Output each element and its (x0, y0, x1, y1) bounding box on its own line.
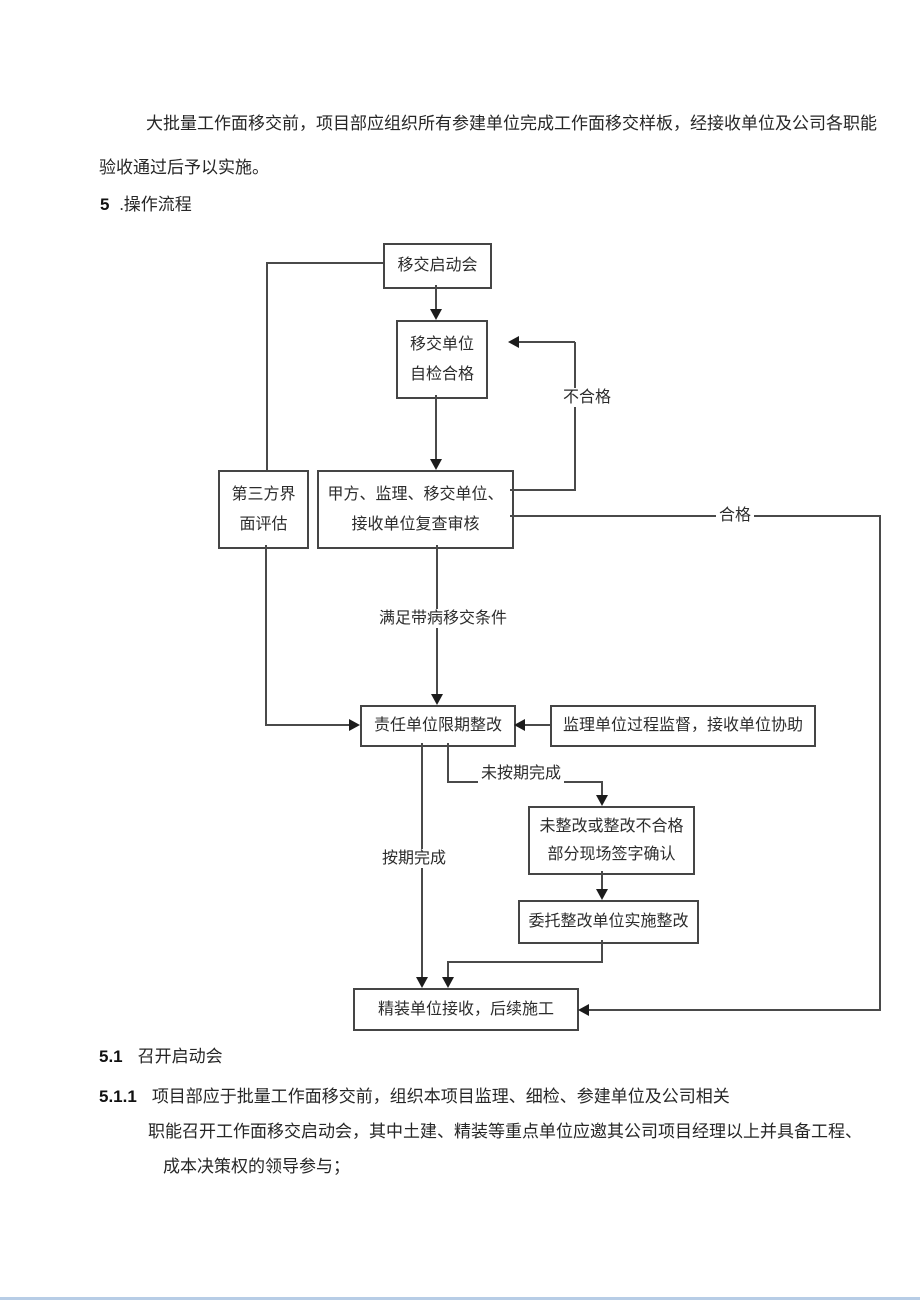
node-third-party-assessment-line1: 第三方界 (231, 485, 296, 503)
node-review-audit: 甲方、监理、移交单位、 接收单位复查审核 (317, 470, 514, 549)
arrow-down-into-selfcheck-icon (430, 309, 442, 320)
connector-delegate-left (447, 961, 603, 963)
node-handover-construction: 精装单位接收，后续施工 (353, 988, 579, 1031)
intro-paragraph-line-2: 验收通过后予以实施。 (99, 158, 269, 177)
node-review-audit-line1: 甲方、监理、移交单位、 (327, 485, 504, 503)
arrow-left-qualified-into-handover-icon (578, 1004, 589, 1016)
node-rectify-deadline-label: 责任单位限期整改 (373, 717, 502, 734)
section-5-1-number: 5.1 (99, 1047, 123, 1066)
node-unrectified-sign: 未整改或整改不合格 部分现场签字确认 (528, 806, 695, 875)
label-not-on-time: 未按期完成 (478, 764, 565, 783)
arrow-down-into-review-icon (430, 459, 442, 470)
connector-thirdparty-to-rectify (265, 724, 351, 726)
node-self-check-line2: 自检合格 (409, 365, 474, 383)
connector-unrectified-to-delegate (601, 871, 603, 890)
node-unrectified-sign-line1: 未整改或整改不合格 (539, 817, 684, 835)
connector-qualified-out (510, 515, 881, 517)
node-third-party-assessment: 第三方界 面评估 (218, 470, 309, 549)
intro-paragraph-line-1: 大批量工作面移交前，项目部应组织所有参建单位完成工作面移交样板，经接收单位及公司… (146, 114, 877, 133)
label-unqualified: 不合格 (560, 388, 615, 407)
node-review-audit-line2: 接收单位复查审核 (351, 515, 480, 533)
connector-unqualified-up (574, 342, 576, 490)
node-rectify-deadline: 责任单位限期整改 (360, 705, 516, 747)
node-unrectified-sign-line2: 部分现场签字确认 (547, 845, 676, 863)
node-self-check: 移交单位 自检合格 (396, 320, 488, 399)
arrow-down-into-unrectified-icon (596, 795, 608, 806)
node-kickoff-meeting-label: 移交启动会 (397, 257, 478, 274)
label-qualified: 合格 (716, 506, 755, 525)
node-supervision-assist: 监理单位过程监督，接收单位协助 (550, 705, 816, 747)
connector-unqualified-to-selfcheck (517, 341, 575, 343)
node-third-party-assessment-line2: 面评估 (239, 515, 288, 533)
node-delegate-rectify: 委托整改单位实施整改 (518, 900, 699, 944)
connector-delegate-down (601, 940, 603, 963)
section-5-1-1-line1: 项目部应于批量工作面移交前，组织本项目监理、细检、参建单位及公司相关 (151, 1087, 730, 1106)
page-bottom-divider (0, 1297, 920, 1300)
section-5-title: .操作流程 (119, 195, 192, 214)
arrow-right-thirdparty-into-rectify-icon (349, 719, 360, 731)
connector-supervise-to-rectify (523, 724, 550, 726)
arrow-down-into-delegate-icon (596, 889, 608, 900)
connector-kickoff-left (266, 262, 383, 264)
connector-qualified-to-handover (587, 1009, 880, 1011)
connector-thirdparty-down (265, 545, 267, 726)
connector-selfcheck-to-review (435, 395, 437, 461)
node-handover-construction-label: 精装单位接收，后续施工 (377, 1000, 554, 1018)
arrow-left-unqualified-into-selfcheck-icon (508, 336, 519, 348)
arrow-down-delegate-into-handover-icon (442, 977, 454, 988)
node-kickoff-meeting: 移交启动会 (383, 243, 492, 289)
connector-kickoff-to-selfcheck (435, 285, 437, 311)
node-self-check-line1: 移交单位 (409, 335, 474, 353)
section-5-1-1-line2: 职能召开工作面移交启动会，其中土建、精装等重点单位应邀其公司项目经理以上并具备工… (148, 1122, 862, 1141)
section-5-heading: 5 .操作流程 (100, 194, 192, 216)
arrow-down-into-rectify-icon (431, 694, 443, 705)
arrow-down-ontime-into-handover-icon (416, 977, 428, 988)
label-on-time: 按期完成 (379, 849, 450, 868)
node-delegate-rectify-label: 委托整改单位实施整改 (528, 913, 689, 930)
section-5-1-heading: 5.1 召开启动会 (99, 1046, 223, 1068)
connector-notontime-down (447, 743, 449, 783)
section-5-1-title: 召开启动会 (137, 1047, 223, 1066)
connector-left-rail-down (266, 262, 268, 470)
connector-unqualified-out (510, 489, 576, 491)
node-supervision-assist-label: 监理单位过程监督，接收单位协助 (562, 717, 803, 734)
connector-delegate-into-handover (447, 961, 449, 978)
section-5-1-1-paragraph: 5.1.1 项目部应于批量工作面移交前，组织本项目监理、细检、参建单位及公司相关 (99, 1086, 730, 1108)
section-5-1-1-number: 5.1.1 (99, 1087, 137, 1106)
section-5-number: 5 (100, 195, 110, 214)
section-5-1-1-line3: 成本决策权的领导参与； (163, 1157, 350, 1176)
connector-notontime-into-unrectified (601, 781, 603, 796)
label-transfer-condition: 满足带病移交条件 (376, 609, 511, 628)
arrow-left-supervise-into-rectify-icon (514, 719, 525, 731)
connector-qualified-down (879, 515, 881, 1011)
